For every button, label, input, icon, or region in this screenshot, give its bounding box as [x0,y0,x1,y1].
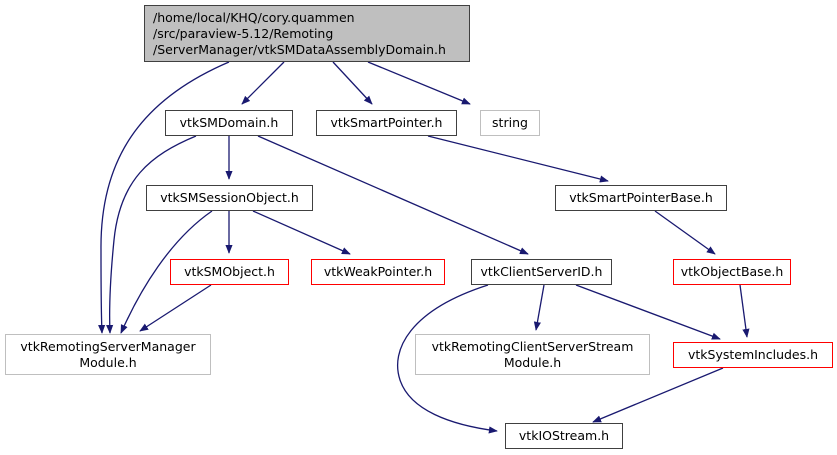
node-label: vtkSMObject.h [184,264,275,279]
node-vtkSMDomain[interactable]: vtkSMDomain.h [165,110,293,136]
node-label: vtkRemotingClientServerStream Module.h [431,338,634,370]
edge-vtkSMObject-to-vtkRemotingServerManagerModule [139,284,212,332]
node-label: vtkSmartPointer.h [330,115,443,130]
node-label: vtkSMSessionObject.h [160,190,299,205]
node-vtkObjectBase[interactable]: vtkObjectBase.h [673,259,791,285]
edge-root-to-vtkRemotingServerManagerModule [98,61,230,334]
edge-vtkSMSessionObject-to-vtkWeakPointer [252,210,351,255]
node-label: vtkSystemIncludes.h [687,347,819,362]
node-vtkIOStream[interactable]: vtkIOStream.h [505,423,623,449]
node-label: string [492,115,528,130]
node-label: vtkSMDomain.h [179,115,279,130]
node-label: vtkRemotingServerManager Module.h [20,338,196,370]
edge-root-to-string [367,61,471,105]
node-vtkSMObject[interactable]: vtkSMObject.h [170,259,289,285]
edge-vtkClientServerID-to-vtkRemotingClientServerStreamModule [533,284,545,331]
edge-vtkClientServerID-to-vtkIOStream [396,284,498,434]
node-vtkWeakPointer[interactable]: vtkWeakPointer.h [311,259,445,285]
node-label: vtkWeakPointer.h [323,264,433,279]
edge-vtkSMSessionObject-to-vtkRemotingServerManagerModule [120,210,213,334]
edge-vtkClientServerID-to-vtkSystemIncludes [575,284,721,340]
edge-vtkSmartPointer-to-vtkSmartPointerBase [427,135,609,183]
edge-vtkSMDomain-to-vtkRemotingServerManagerModule [106,135,197,334]
node-label: vtkClientServerID.h [480,264,603,279]
node-label: /home/local/KHQ/cory.quammen /src/paravi… [153,9,446,57]
node-string[interactable]: string [480,110,540,136]
node-vtkRemotingServerManagerModule[interactable]: vtkRemotingServerManager Module.h [5,334,211,375]
node-label: vtkIOStream.h [518,428,610,443]
edge-vtkSystemIncludes-to-vtkIOStream [592,367,724,423]
node-label: vtkObjectBase.h [680,264,784,279]
node-label: vtkSmartPointerBase.h [569,190,713,205]
edge-root-to-vtkSmartPointer [332,61,373,105]
node-vtkRemotingClientServerStreamModule[interactable]: vtkRemotingClientServerStream Module.h [415,334,650,375]
node-vtkSystemIncludes[interactable]: vtkSystemIncludes.h [673,342,833,368]
node-root: /home/local/KHQ/cory.quammen /src/paravi… [144,5,470,62]
node-vtkClientServerID[interactable]: vtkClientServerID.h [471,259,612,285]
edge-vtkSmartPointerBase-to-vtkObjectBase [654,210,716,255]
node-vtkSmartPointer[interactable]: vtkSmartPointer.h [316,110,457,136]
edge-vtkObjectBase-to-vtkSystemIncludes [739,284,750,338]
edge-root-to-vtkSMDomain [241,61,285,105]
node-vtkSmartPointerBase[interactable]: vtkSmartPointerBase.h [555,185,727,211]
edge-vtkSMDomain-to-vtkClientServerID [257,135,529,255]
node-vtkSMSessionObject[interactable]: vtkSMSessionObject.h [146,185,313,211]
